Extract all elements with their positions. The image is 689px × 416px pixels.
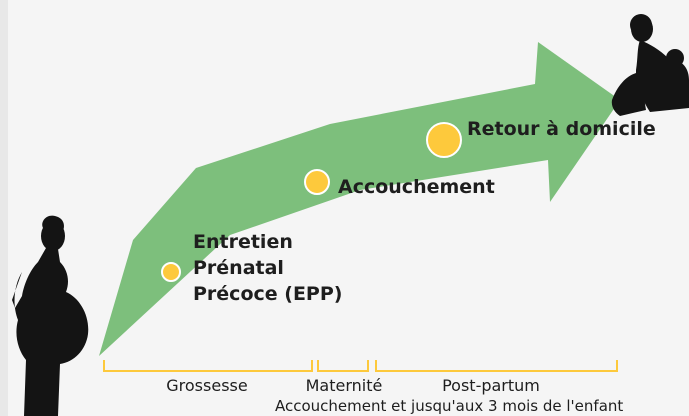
left-accent-stripe bbox=[0, 0, 8, 416]
milestone-label-epp-line2: Prénatal bbox=[193, 257, 284, 279]
milestone-label-retour: Retour à domicile bbox=[467, 118, 656, 140]
milestone-label-epp-line1: Entretien bbox=[193, 231, 293, 253]
milestone-dot-accouchement bbox=[304, 169, 330, 195]
bracket-post-partum bbox=[375, 360, 618, 372]
milestone-label-accouchement: Accouchement bbox=[338, 176, 495, 198]
bracket-maternite bbox=[317, 360, 369, 372]
bracket-grossesse bbox=[103, 360, 313, 372]
milestone-dot-epp bbox=[161, 262, 181, 282]
pregnant-woman-silhouette-icon bbox=[12, 215, 89, 416]
mother-with-baby-silhouette-icon bbox=[611, 14, 689, 116]
milestone-label-epp-line3: Précoce (EPP) bbox=[193, 283, 342, 305]
phase-label-post-partum: Post-partum bbox=[442, 376, 540, 395]
milestone-dot-retour bbox=[426, 122, 462, 158]
phase-label-maternite: Maternité bbox=[306, 376, 383, 395]
phase-label-post-partum-detail: Accouchement et jusqu'aux 3 mois de l'en… bbox=[275, 397, 623, 415]
timeline-brackets bbox=[103, 360, 618, 372]
pathway-arrow bbox=[99, 42, 620, 356]
phase-label-grossesse: Grossesse bbox=[166, 376, 247, 395]
